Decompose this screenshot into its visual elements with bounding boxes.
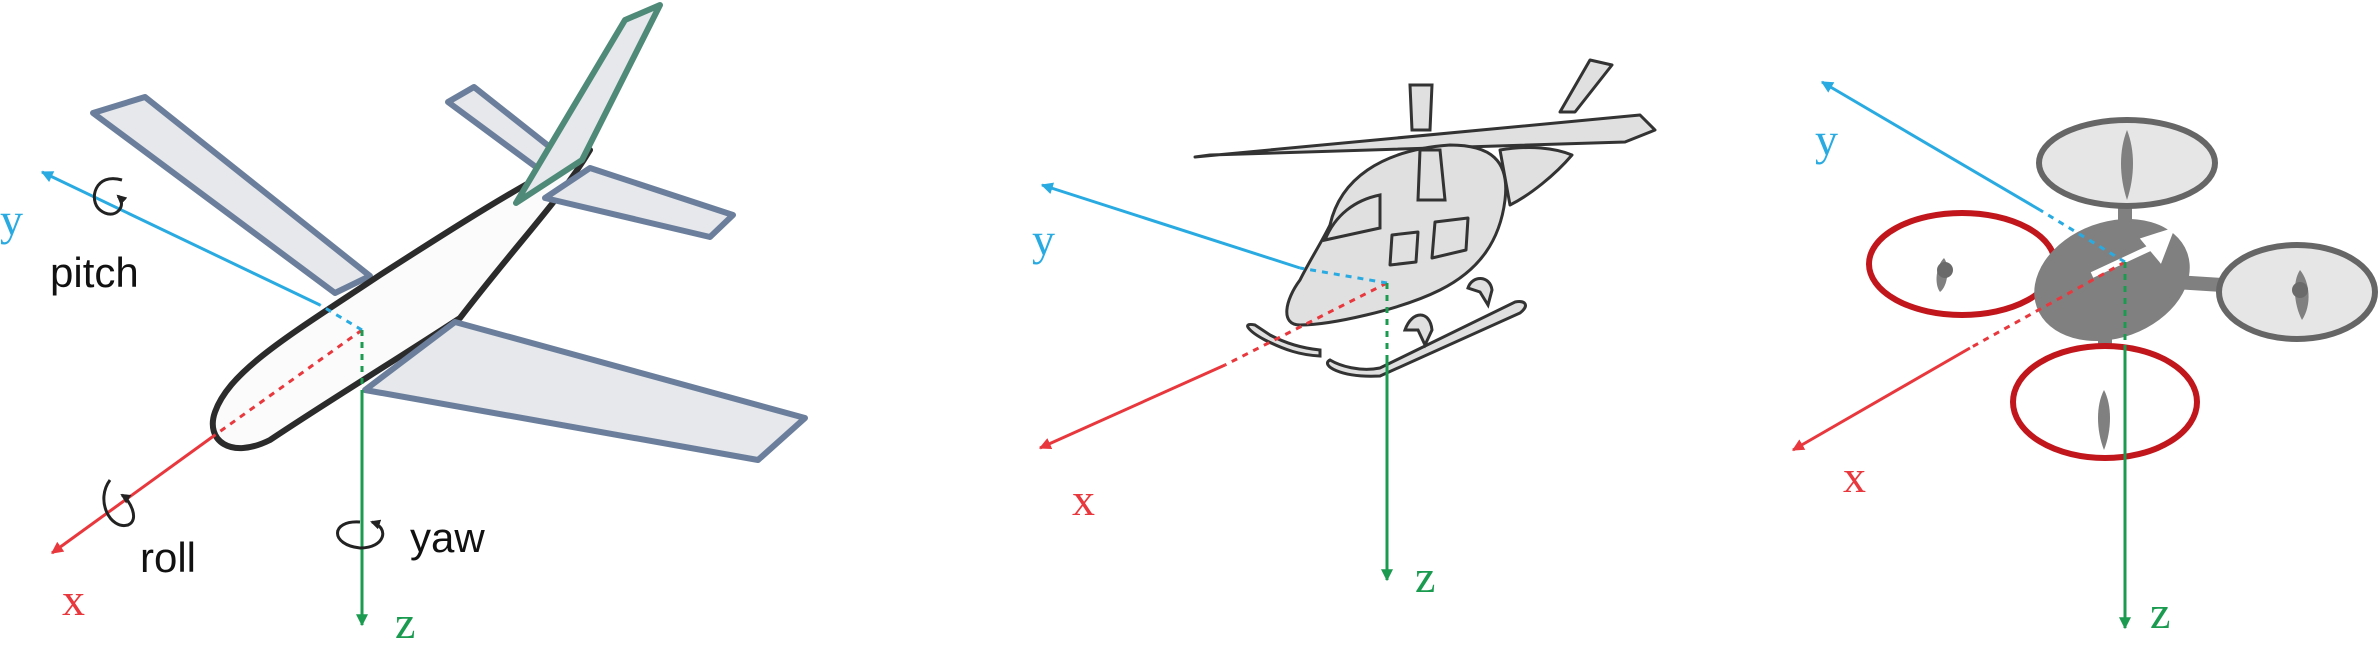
drone-axis-z-label: z [2150, 587, 2170, 638]
helicopter-tail-boom [1498, 146, 1574, 207]
airplane-axes [40, 170, 368, 627]
airplane-y-axis [40, 170, 321, 307]
helicopter-side-window [1430, 216, 1470, 260]
airplane-left-wing [90, 94, 373, 296]
drone-axis-x-label: x [1843, 451, 1866, 502]
airplane-axis-z-label: z [395, 597, 415, 648]
airplane-panel: x y z pitch roll yaw [0, 2, 808, 648]
drone-rotor-left [1866, 210, 2058, 318]
yaw-label: yaw [410, 514, 485, 561]
drone-axes [1791, 80, 2131, 630]
helicopter-door-window [1388, 230, 1420, 267]
pitch-label: pitch [50, 249, 139, 296]
airplane-right-wing [362, 319, 808, 463]
airplane-vertical-tail [513, 2, 663, 206]
drone-heading-arrow [2090, 227, 2176, 278]
helicopter-x-axis [1038, 363, 1226, 450]
helicopter-rotor-hub [1408, 83, 1434, 132]
helicopter-strut-1 [1402, 313, 1434, 349]
airplane-fuselage [209, 147, 593, 452]
drone-prop-back [2121, 130, 2133, 200]
drone-body [2034, 219, 2190, 341]
helicopter-main-rotor [1193, 113, 1657, 159]
drone-y-axis [1820, 80, 2041, 212]
helicopter-tail-rotor [1558, 58, 1614, 114]
airplane-axis-y-label: y [0, 194, 23, 245]
airplane-y-axis-dashed [319, 303, 363, 332]
drone-x-axis [1791, 346, 1971, 452]
helicopter-strut-2 [1466, 277, 1494, 309]
helicopter-skid-front [1326, 300, 1527, 378]
airplane-rear-stabilizer-right [542, 165, 736, 240]
drone-axis-y-label: y [1815, 114, 1838, 165]
pitch-rotation-icon [92, 177, 128, 216]
roll-label: roll [140, 534, 196, 581]
helicopter-mast [1416, 148, 1447, 202]
drone-prop-front [2098, 390, 2110, 450]
roll-rotation-icon [102, 479, 135, 527]
drone-hub-right [2292, 282, 2308, 298]
helicopter-axes [1038, 182, 1393, 582]
helicopter-y-axis [1040, 182, 1301, 270]
helicopter-panel: x y z [1032, 58, 1657, 602]
drone-hub-left [1937, 262, 1953, 278]
helicopter-axis-z-label: z [1415, 551, 1435, 602]
yaw-rotation-icon [336, 519, 385, 550]
helicopter-skid-rear [1246, 322, 1322, 358]
helicopter-y-axis-dashed [1299, 266, 1388, 285]
helicopter-axis-y-label: y [1032, 214, 1055, 265]
helicopter-axis-x-label: x [1072, 474, 1095, 525]
drone-panel: x y z [1791, 80, 2378, 638]
airplane-x-axis [51, 433, 216, 555]
helicopter-front-window [1322, 193, 1382, 243]
airplane-axis-x-label: x [62, 574, 85, 625]
drone-y-axis-dashed [2039, 208, 2126, 264]
drone-x-axis-dashed [1969, 260, 2126, 350]
